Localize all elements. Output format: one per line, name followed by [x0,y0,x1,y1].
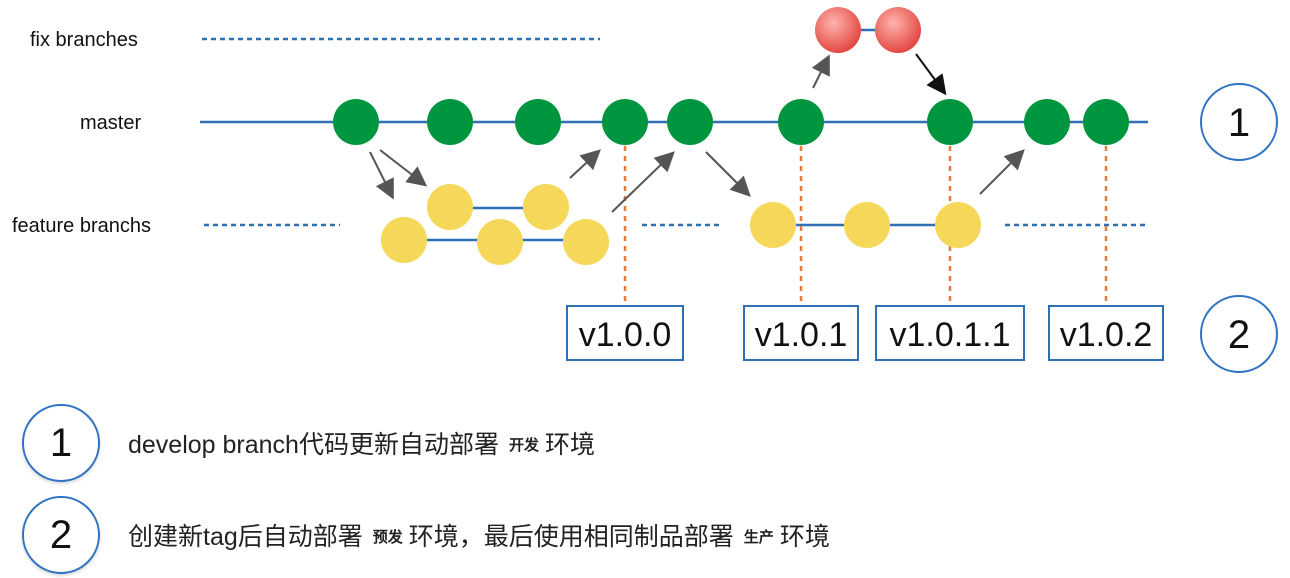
master-commit [515,99,561,145]
tag-label-3: v1.0.1.1 [890,316,1011,354]
legend-1-text-b: 环境 [544,431,595,459]
stage-badge-1 [1200,83,1278,161]
legend-1-env: 开发 [508,437,539,454]
master-commit [427,99,473,145]
legend-badge-2: 2 [22,496,100,574]
feature-commit [477,219,523,265]
arrow-master-to-feature-2 [379,149,428,187]
arrow-feature-to-master-1 [569,149,601,179]
legend-2-text-b: 环境，最后使用相同制品部署 [408,523,734,551]
fix-commit [815,7,861,53]
legend-text-1: develop branch代码更新自动部署开发环境 [128,425,595,461]
master-commit [1024,99,1070,145]
tag-box-2 [743,305,859,361]
tag-box-3 [875,305,1025,361]
arrow-master-to-feature-1 [369,151,394,200]
arrow-master-to-feature-3 [705,151,751,197]
tag-box-4 [1048,305,1164,361]
feature-commit [563,219,609,265]
feature-commit [750,202,796,248]
tag-label-4: v1.0.2 [1060,316,1153,354]
stage-badge-2 [1200,295,1278,373]
tag-label-1: v1.0.0 [579,316,672,354]
master-commit [667,99,713,145]
legend-row-2: 2 创建新tag后自动部署预发环境，最后使用相同制品部署生产环境 [22,496,830,574]
master-commit [1083,99,1129,145]
branch-diagram: fix branches master feature branchs [12,7,1278,373]
legend-2-env: 预发 [372,529,403,546]
arrow-fix-to-master [915,53,947,96]
fix-commit [875,7,921,53]
lane-label-fix: fix branches [30,29,138,51]
tag-box-1 [566,305,684,361]
master-commit [778,99,824,145]
legend-badge-1: 1 [22,404,100,482]
legend-2-text-a: 创建新tag后自动部署 [128,523,363,551]
stage-badge-1-number: 1 [1228,101,1250,145]
legend-text-2: 创建新tag后自动部署预发环境，最后使用相同制品部署生产环境 [128,517,830,553]
feature-commit [523,184,569,230]
arrow-feature-to-master-3 [979,149,1025,195]
master-commit [602,99,648,145]
feature-commit [844,202,890,248]
stage-badge-2-number: 2 [1228,313,1250,357]
feature-commit [427,184,473,230]
arrow-master-to-fix [811,54,830,89]
feature-commit [381,217,427,263]
legend-1-text-a: develop branch代码更新自动部署 [128,431,499,459]
feature-commit [935,202,981,248]
legend-2-text-c: 环境 [779,523,830,551]
legend-2-env2: 生产 [743,529,774,546]
master-commit [927,99,973,145]
master-commit [333,99,379,145]
lane-label-master: master [80,112,141,134]
lane-label-feature: feature branchs [12,215,151,237]
tag-label-2: v1.0.1 [755,316,848,354]
legend-row-1: 1 develop branch代码更新自动部署开发环境 [22,404,595,482]
arrow-feature-to-master-2 [611,151,675,213]
